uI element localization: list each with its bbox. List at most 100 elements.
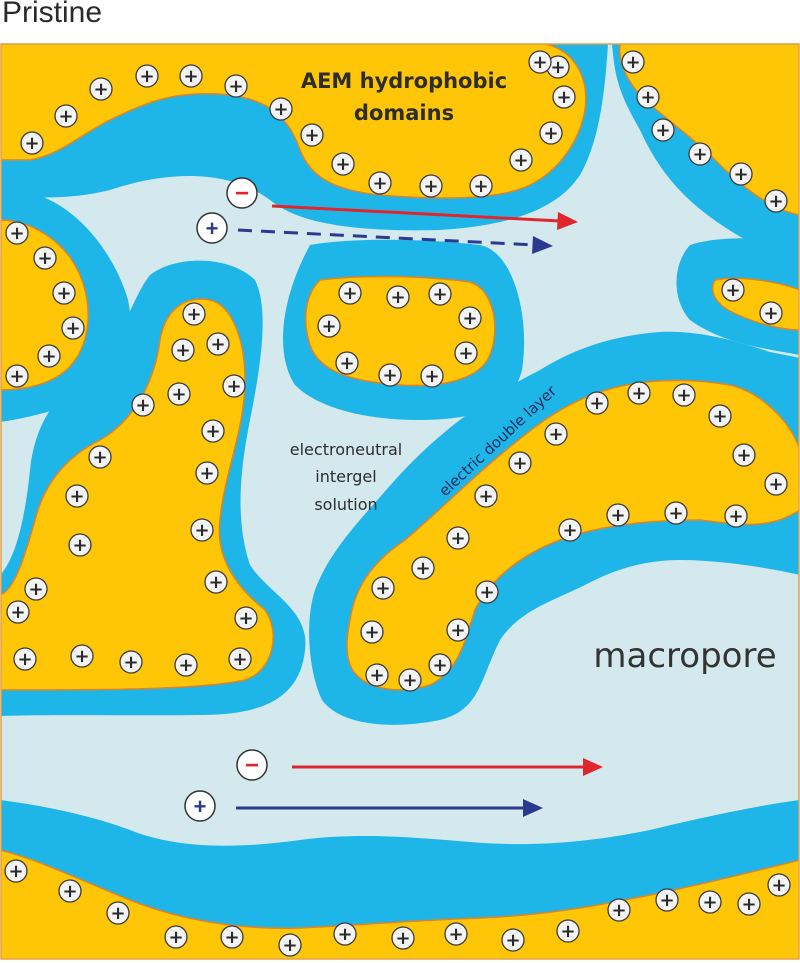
fixed-positive-charge-icon [558,518,582,542]
fixed-positive-charge: + [764,189,788,213]
fixed-positive-charge: + [539,121,563,145]
fixed-positive-charge-icon [767,873,791,897]
fixed-charge-sign: + [24,133,39,154]
fixed-positive-charge: + [52,281,76,305]
fixed-positive-charge-icon [607,898,631,922]
fixed-charge-sign: + [611,900,626,921]
fixed-positive-charge: + [195,461,219,485]
fixed-charge-sign: + [763,303,778,324]
fixed-positive-charge: + [61,316,85,340]
fixed-positive-charge: + [552,85,576,109]
fixed-charge-sign: + [58,106,73,127]
fixed-charge-sign: + [228,76,243,97]
fixed-positive-charge: + [672,383,696,407]
fixed-positive-charge: + [54,104,78,128]
fixed-charge-sign: + [402,670,417,691]
electroneutral-label-line2: intergel [315,467,376,486]
fixed-positive-charge: + [201,419,225,443]
fixed-charge-sign: + [194,520,209,541]
cation-lower: + [184,790,216,822]
fixed-charge-sign: + [205,421,220,442]
fixed-positive-charge: + [333,922,357,946]
fixed-positive-charge-icon [20,131,44,155]
fixed-charge-sign: + [74,646,89,667]
fixed-charge-sign: + [736,445,751,466]
fixed-positive-charge-icon [174,653,198,677]
fixed-positive-charge-icon [52,281,76,305]
fixed-positive-charge-icon [300,123,324,147]
fixed-positive-charge: + [729,162,753,186]
fixed-charge-sign: + [123,652,138,673]
fixed-charge-sign: + [550,57,565,78]
fixed-charge-sign: + [208,572,223,593]
fixed-positive-charge-icon [627,381,651,405]
fixed-charge-sign: + [28,579,43,600]
fixed-charge-sign: + [458,343,473,364]
fixed-positive-charge-icon [636,85,660,109]
fixed-positive-charge-icon [378,363,402,387]
fixed-charge-sign: + [382,365,397,386]
domain-left-top [1,219,89,391]
fixed-positive-charge: + [174,653,198,677]
fixed-positive-charge-icon [360,620,384,644]
fixed-positive-charge-icon [651,118,675,142]
fixed-charge-sign: + [659,890,674,911]
fixed-positive-charge: + [331,152,355,176]
fixed-positive-charge: + [446,618,470,642]
fixed-positive-charge-icon [556,919,580,943]
cation-upper: + [196,212,228,244]
fixed-positive-charge: + [190,518,214,542]
fixed-positive-charge-icon [501,928,525,952]
fixed-positive-charge: + [606,503,630,527]
fixed-positive-charge: + [655,888,679,912]
fixed-charge-sign: + [631,383,646,404]
fixed-charge-sign: + [513,150,528,171]
fixed-charge-sign: + [9,366,24,387]
cation-flux-arrow-upper [237,228,536,247]
fixed-charge-sign: + [41,346,56,367]
fixed-charge-sign: + [562,520,577,541]
fixed-charge-sign: + [335,154,350,175]
fixed-positive-charge-icon [474,484,498,508]
fixed-positive-charge: + [475,580,499,604]
fixed-positive-charge-icon [195,461,219,485]
fixed-positive-charge: + [721,278,745,302]
fixed-charge-sign: + [238,608,253,629]
fixed-positive-charge-icon [5,221,29,245]
fixed-positive-charge: + [33,246,57,270]
fixed-positive-charge: + [764,472,788,496]
fixed-positive-charge: + [58,879,82,903]
fixed-charge-sign: + [479,582,494,603]
fixed-positive-charge: + [737,892,761,916]
electroneutral-label-line1: electroneutral [290,440,402,459]
fixed-positive-charge: + [508,451,532,475]
fixed-positive-charge-icon [338,281,362,305]
fixed-positive-charge: + [411,556,435,580]
anion-icon [226,177,258,209]
cation-flux-arrowhead-lower [523,799,543,817]
fixed-charge-sign: + [183,66,198,87]
fixed-positive-charge-icon [65,484,89,508]
fixed-positive-charge: + [234,606,258,630]
fixed-charge-sign: + [589,393,604,414]
fixed-charge-sign: + [364,622,379,643]
fixed-positive-charge-icon [331,152,355,176]
fixed-charge-sign: + [226,376,241,397]
fixed-positive-charge: + [607,898,631,922]
fixed-positive-charge: + [6,600,30,624]
fixed-positive-charge-icon [201,419,225,443]
fixed-positive-charge: + [446,526,470,550]
fixed-positive-charge: + [454,341,478,365]
fixed-positive-charge: + [544,422,568,446]
fixed-positive-charge: + [68,533,92,557]
fixed-positive-charge-icon [371,576,395,600]
fixed-positive-charge-icon [13,647,37,671]
fixed-positive-charge: + [220,925,244,949]
fixed-positive-charge-icon [585,391,609,415]
fixed-positive-charge: + [89,77,113,101]
fixed-positive-charge-icon [368,171,392,195]
fixed-charge-sign: + [210,334,225,355]
fixed-charge-sign: + [450,620,465,641]
fixed-charge-sign: + [168,927,183,948]
fixed-positive-charge: + [378,363,402,387]
